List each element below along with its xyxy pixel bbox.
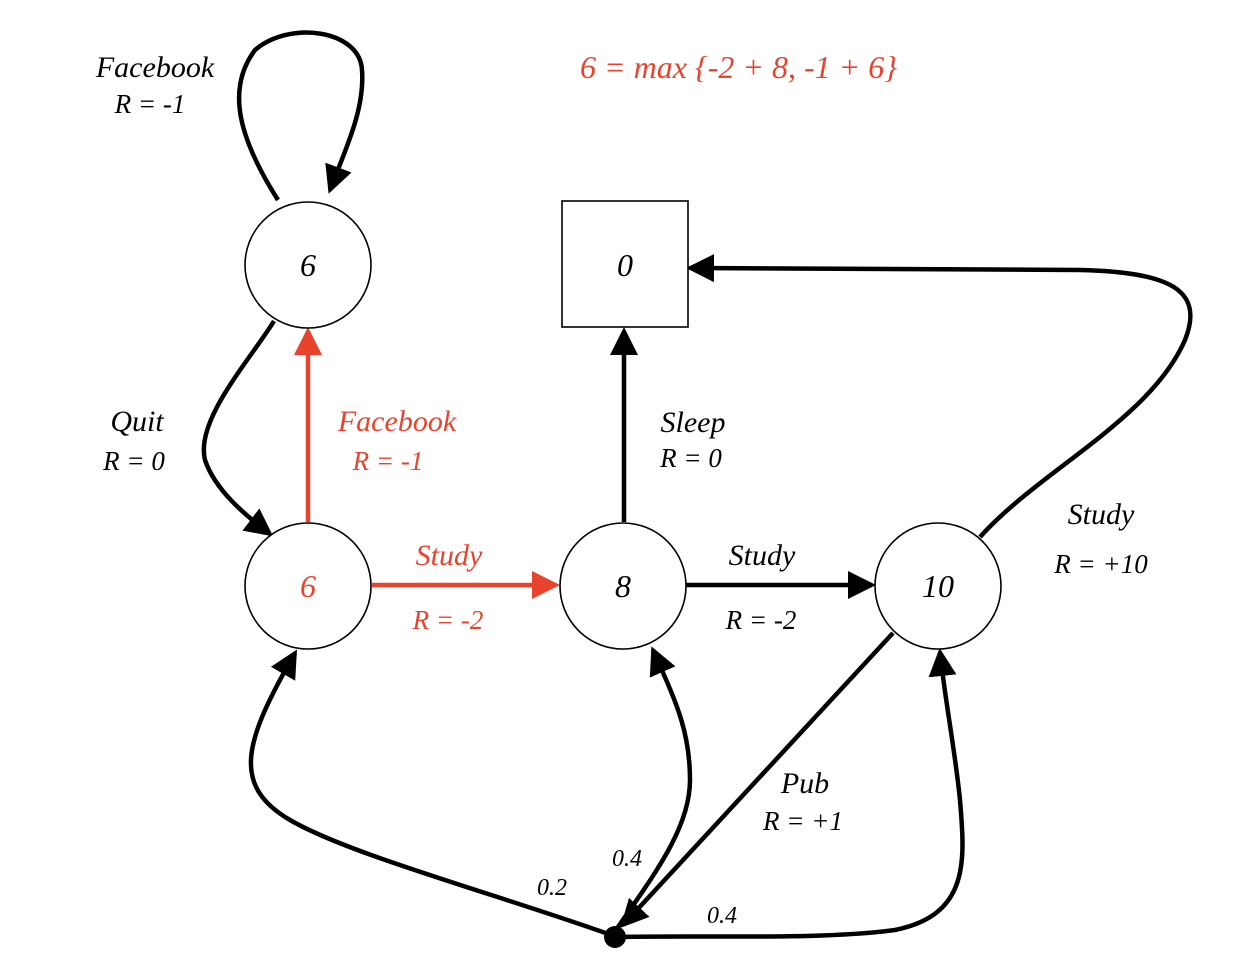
quit-action: Quit [110,405,164,438]
study-final-reward: R = +10 [1053,549,1148,579]
class2-state-node [559,522,687,650]
facebook-state-value: 6 [300,247,316,283]
pub-action: Pub [780,767,829,800]
study-final-action: Study [1068,498,1135,531]
facebook-loop-edge [236,30,365,202]
facebook-loop-reward: R = -1 [114,89,186,119]
sleep-reward: R = 0 [659,443,722,473]
class2-state-value: 8 [615,568,631,604]
study-final-edge [686,254,1193,539]
study-mid-reward: R = -2 [725,605,797,635]
quit-reward: R = 0 [102,446,165,476]
class1-state-node [244,522,372,650]
pub-edge [620,631,895,928]
facebook-state-node [244,201,372,329]
class3-state-node [874,522,1002,650]
class3-state-value: 10 [922,568,954,604]
bellman-equation: 6 = max {-2 + 8, -1 + 6} [580,49,897,85]
pub-reward: R = +1 [762,806,843,836]
sleep-terminal-node [561,200,689,328]
chance-to-class1-edge [248,649,615,939]
class1-state-value: 6 [300,568,316,604]
prob-to-class2: 0.4 [612,846,642,872]
chance-to-class3-edge [615,648,965,940]
study-red-action: Study [416,539,483,572]
sleep-action: Sleep [661,406,726,439]
facebook-red-action: Facebook [337,405,457,438]
study-mid-action: Study [729,539,796,572]
facebook-red-reward: R = -1 [352,446,424,476]
quit-edge [201,319,276,537]
prob-to-class1: 0.2 [537,875,567,901]
sleep-terminal-value: 0 [617,247,633,283]
prob-to-class3: 0.4 [707,903,737,929]
chance-node [604,926,626,948]
chance-to-class2-edge [614,646,693,932]
facebook-loop-action: Facebook [95,51,215,84]
study-red-reward: R = -2 [412,605,484,635]
